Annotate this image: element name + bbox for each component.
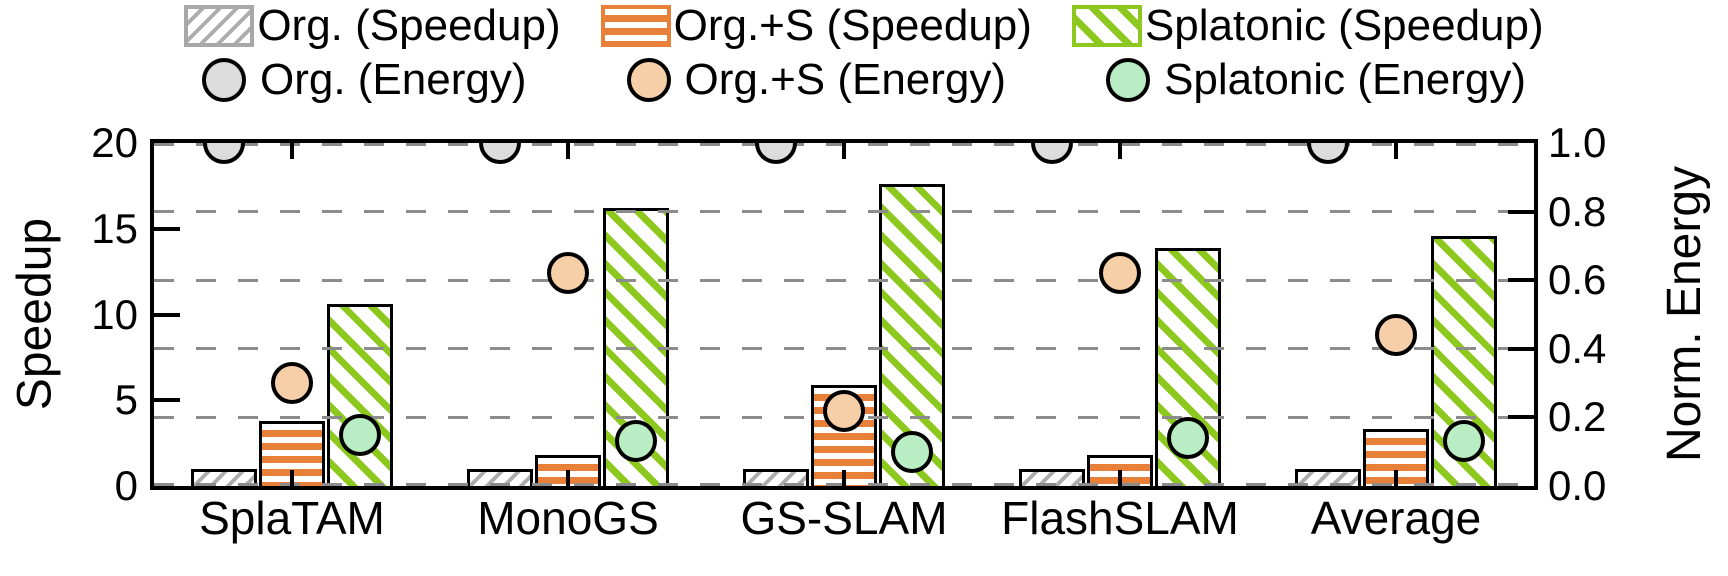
x-category-label-average: Average xyxy=(1310,492,1482,544)
point-splatonic-energy-average xyxy=(1443,420,1485,463)
right-axis-tick xyxy=(1508,278,1534,283)
right-tick-label: 0.8 xyxy=(1548,187,1607,235)
x-category-label-monogs: MonoGS xyxy=(477,492,659,544)
point-org-s-energy-gs-slam xyxy=(823,389,865,432)
legend-marker-org-s-energy-icon xyxy=(626,58,671,102)
legend-marker-splatonic-energy-icon xyxy=(1106,58,1151,102)
point-org-s-energy-splatam xyxy=(271,362,313,405)
legend-label: Org.+S (Speedup) xyxy=(673,1,1032,50)
point-org-energy-average xyxy=(1307,143,1349,164)
y-tick-label: 15 xyxy=(91,204,138,252)
right-tick-label: 0.0 xyxy=(1548,462,1607,509)
top-axis-tick xyxy=(842,143,846,159)
legend-item-splatonic-energy: Splatonic (Energy) xyxy=(1106,56,1526,104)
x-category-label-gs-slam: GS-SLAM xyxy=(740,492,948,544)
legend-item-org-s-speedup: Org.+S (Speedup) xyxy=(600,1,1032,50)
legend-label: Org. (Speedup) xyxy=(257,1,561,50)
point-org-energy-monogs xyxy=(479,143,521,164)
legend-item-org-speedup: Org. (Speedup) xyxy=(184,1,561,50)
bar-org-s-speedup-average xyxy=(1363,429,1429,486)
x-category-label-flashslam: FlashSLAM xyxy=(1001,492,1239,544)
y-tick-label: 5 xyxy=(114,376,138,424)
right-tick-label: 0.2 xyxy=(1548,393,1607,441)
point-org-energy-flashslam xyxy=(1031,143,1073,164)
right-tick-label: 0.4 xyxy=(1548,324,1607,372)
legend-swatch-splatonic-speedup-icon xyxy=(1071,5,1142,47)
point-splatonic-energy-monogs xyxy=(615,420,657,463)
legend-item-splatonic-speedup: Splatonic (Speedup) xyxy=(1071,1,1544,50)
y-tick-label: 10 xyxy=(91,290,138,338)
bottom-axis-tick xyxy=(1394,470,1398,486)
y-tick-label: 0 xyxy=(114,462,138,509)
gridline xyxy=(154,278,1534,282)
legend-label: Splatonic (Energy) xyxy=(1164,55,1527,104)
y-tick-label: 20 xyxy=(91,119,138,166)
point-splatonic-energy-flashslam xyxy=(1167,416,1209,459)
legend-label: Org.+S (Energy) xyxy=(684,55,1007,104)
left-axis-tick xyxy=(154,398,180,403)
legend-label: Org. (Energy) xyxy=(259,55,527,104)
bottom-axis-tick xyxy=(842,470,846,486)
top-axis-tick xyxy=(290,143,294,159)
bar-splatonic-speedup-splatam xyxy=(327,304,393,486)
left-axis-tick xyxy=(154,226,180,231)
right-tick-label: 1.0 xyxy=(1548,119,1607,166)
plot-area xyxy=(150,139,1538,490)
legend-swatch-org-speedup-icon xyxy=(184,5,255,47)
top-axis-tick xyxy=(566,143,570,159)
point-org-energy-gs-slam xyxy=(755,143,797,164)
top-axis-tick xyxy=(1394,143,1398,159)
point-org-s-energy-monogs xyxy=(547,252,589,295)
point-splatonic-energy-splatam xyxy=(339,413,381,456)
point-org-s-energy-average xyxy=(1375,314,1417,357)
point-splatonic-energy-gs-slam xyxy=(891,430,933,473)
gridline xyxy=(154,347,1534,351)
right-axis-title: Norm. Energy xyxy=(1658,165,1711,463)
legend-row-energy: Org. (Energy) Org.+S (Energy) Splatonic (E… xyxy=(0,56,1728,104)
right-tick-label: 0.6 xyxy=(1548,256,1607,304)
legend-label: Splatonic (Speedup) xyxy=(1144,1,1544,50)
x-category-label-splatam: SplaTAM xyxy=(199,492,385,544)
legend-marker-org-energy-icon xyxy=(201,58,246,102)
gridline xyxy=(154,210,1534,214)
point-org-energy-splatam xyxy=(203,143,245,164)
bottom-axis-tick xyxy=(1118,470,1122,486)
point-org-s-energy-flashslam xyxy=(1099,252,1141,295)
legend-item-org-energy: Org. (Energy) xyxy=(201,55,527,104)
legend-item-org-s-energy: Org.+S (Energy) xyxy=(626,55,1007,104)
legend-row-speedup: Org. (Speedup) Org.+S (Speedup) Splatonic … xyxy=(0,2,1728,50)
left-axis-tick xyxy=(154,312,180,317)
right-axis-tick xyxy=(1508,209,1534,214)
right-axis-tick xyxy=(1508,346,1534,351)
top-axis-tick xyxy=(1118,143,1122,159)
legend-swatch-org-s-speedup-icon xyxy=(600,5,671,47)
right-axis-tick xyxy=(1508,415,1534,420)
bottom-axis-tick xyxy=(290,470,294,486)
bottom-axis-tick xyxy=(566,470,570,486)
